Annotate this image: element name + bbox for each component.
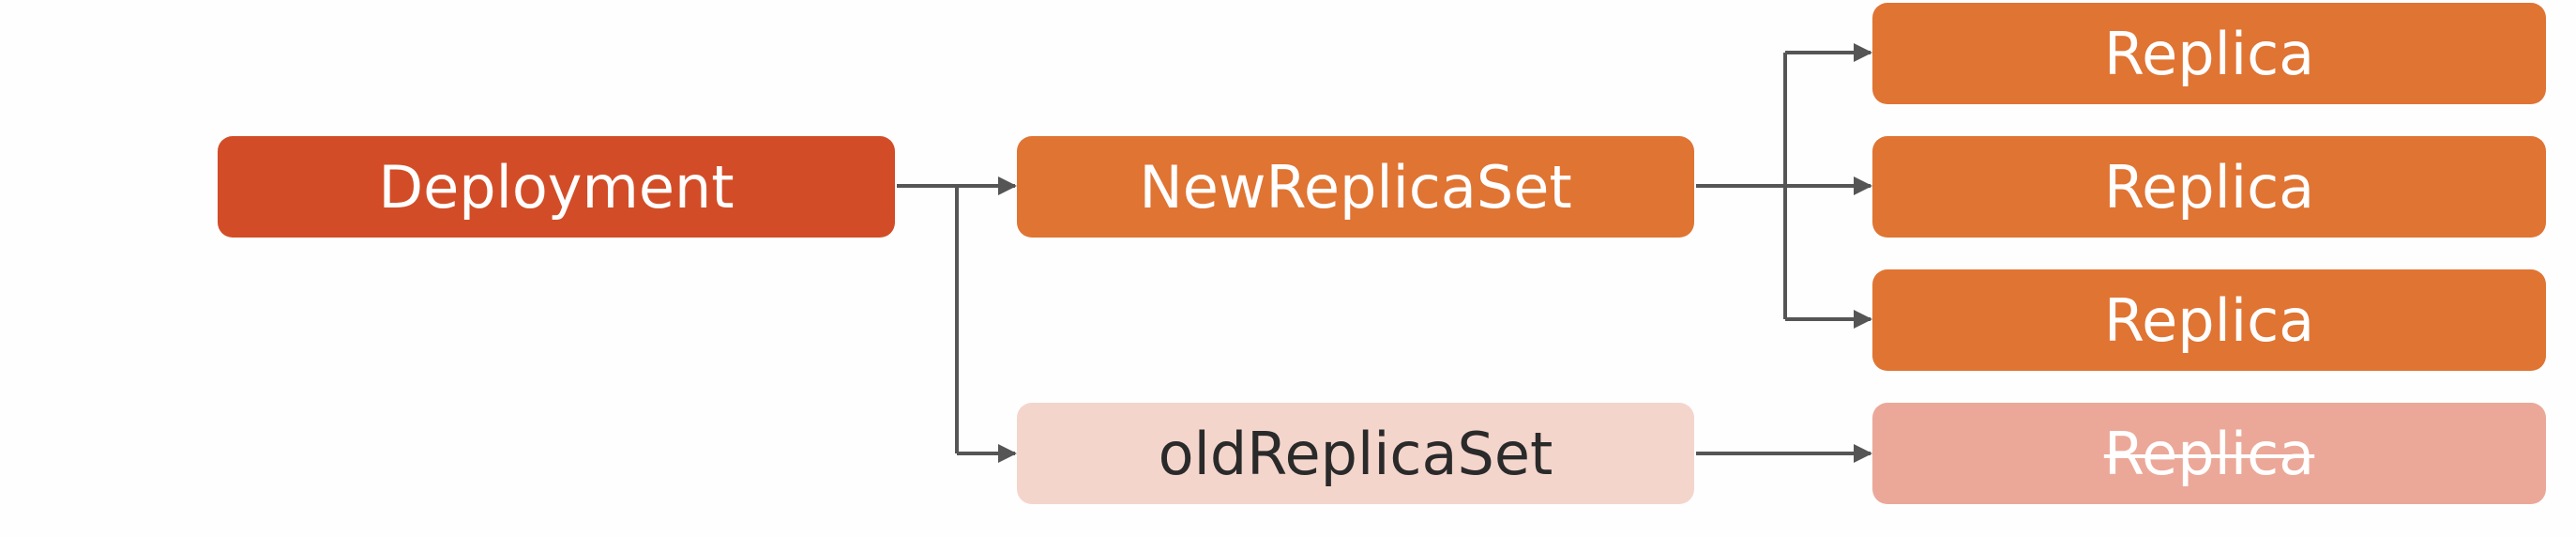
deployment-label: Deployment: [378, 152, 735, 222]
replica-label: Replica: [2103, 285, 2315, 355]
deleted-replica-node: Replica: [1872, 403, 2546, 504]
deleted-replica-label: Replica: [2103, 419, 2315, 488]
new-replica-set-node: NewReplicaSet: [1017, 136, 1694, 238]
deployment-node: Deployment: [218, 136, 895, 238]
replica-label: Replica: [2103, 19, 2315, 88]
replica-node-2: Replica: [1872, 136, 2546, 238]
replica-node-3: Replica: [1872, 269, 2546, 371]
new-replica-set-label: NewReplicaSet: [1139, 152, 1572, 222]
replica-node-1: Replica: [1872, 3, 2546, 104]
replica-label: Replica: [2103, 152, 2315, 222]
old-replica-set-node: oldReplicaSet: [1017, 403, 1694, 504]
old-replica-set-label: oldReplicaSet: [1158, 419, 1553, 488]
